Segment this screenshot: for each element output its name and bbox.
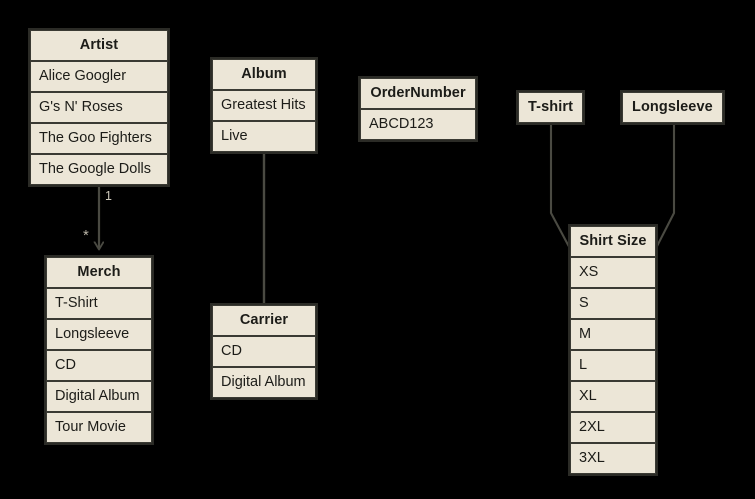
entity-artist-row[interactable]: The Goo Fighters [31,124,167,153]
entity-album-row[interactable]: Live [213,122,315,151]
entity-longsleeve[interactable]: Longsleeve [620,90,725,125]
entity-album-row[interactable]: Greatest Hits [213,91,315,120]
entity-shirt-size-row[interactable]: XL [571,382,655,411]
entity-order-number[interactable]: OrderNumber ABCD123 [358,76,478,142]
entity-shirt-size-row[interactable]: S [571,289,655,318]
entity-carrier-row[interactable]: Digital Album [213,368,315,397]
entity-longsleeve-header: Longsleeve [623,93,722,122]
entity-shirt-size-row[interactable]: 3XL [571,444,655,473]
entity-artist-header: Artist [31,31,167,60]
entity-artist-row[interactable]: The Google Dolls [31,155,167,184]
edge-label-artist-one: 1 [105,189,112,203]
entity-carrier-row[interactable]: CD [213,337,315,366]
entity-shirt-size[interactable]: Shirt Size XS S M L XL 2XL 3XL [568,224,658,476]
entity-shirt-size-row[interactable]: 2XL [571,413,655,442]
entity-shirt-size-row[interactable]: M [571,320,655,349]
entity-shirt-size-row[interactable]: L [571,351,655,380]
entity-carrier-header: Carrier [213,306,315,335]
entity-merch-row[interactable]: Digital Album [47,382,151,411]
entity-merch-row[interactable]: Longsleeve [47,320,151,349]
entity-album-header: Album [213,60,315,89]
entity-order-number-header: OrderNumber [361,79,475,108]
entity-merch-row[interactable]: T-Shirt [47,289,151,318]
entity-tshirt-header: T-shirt [519,93,583,122]
entity-artist-row[interactable]: G's N' Roses [31,93,167,122]
entity-artist-row[interactable]: Alice Googler [31,62,167,91]
entity-merch-row[interactable]: Tour Movie [47,413,151,442]
entity-artist[interactable]: Artist Alice Googler G's N' Roses The Go… [28,28,170,187]
entity-merch-row[interactable]: CD [47,351,151,380]
entity-merch[interactable]: Merch T-Shirt Longsleeve CD Digital Albu… [44,255,154,445]
entity-merch-header: Merch [47,258,151,287]
entity-order-number-row[interactable]: ABCD123 [361,110,475,139]
edge-label-merch-many: * [83,227,89,244]
entity-carrier[interactable]: Carrier CD Digital Album [210,303,318,400]
entity-shirt-size-row[interactable]: XS [571,258,655,287]
entity-tshirt[interactable]: T-shirt [516,90,586,125]
entity-album[interactable]: Album Greatest Hits Live [210,57,318,154]
entity-shirt-size-header: Shirt Size [571,227,655,256]
